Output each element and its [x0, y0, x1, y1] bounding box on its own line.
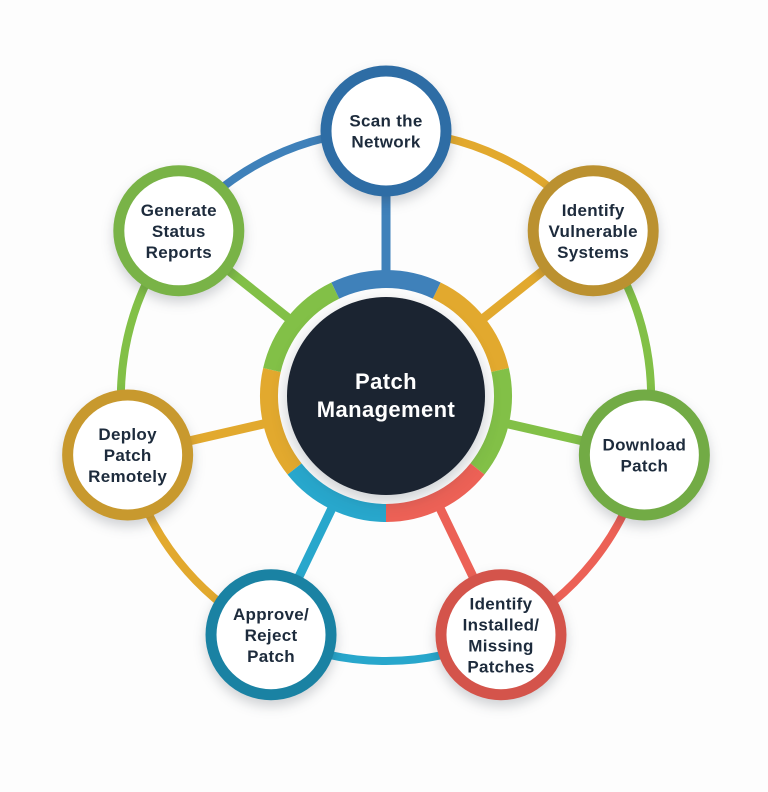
spoke-approve-reject-patch — [292, 494, 342, 584]
ring-segment-generate-status-reports — [263, 282, 340, 373]
spoke-identify-vulnerable-systems — [470, 264, 550, 330]
center-circle — [287, 297, 485, 495]
node-circle-generate-status-reports — [113, 165, 245, 297]
node-circle-identify-vulnerable-systems — [527, 165, 659, 297]
ring-segment-identify-installed-missing-patches — [385, 463, 485, 522]
spoke-identify-installed-missing-patches — [430, 494, 480, 584]
node-circle-scan-the-network — [320, 65, 452, 197]
spokes — [184, 190, 588, 584]
spoke-download-patch — [494, 416, 588, 447]
node-circle-approve-reject-patch — [205, 569, 337, 701]
spoke-deploy-patch-remotely — [184, 416, 278, 447]
node-circle-identify-installed-missing-patches — [435, 569, 567, 701]
ring-segment-approve-reject-patch — [287, 463, 387, 522]
ring-segment-identify-vulnerable-systems — [432, 282, 509, 373]
ring-segment-deploy-patch-remotely — [260, 367, 302, 475]
ring-segment-scan-the-network — [331, 270, 441, 299]
node-circle-download-patch — [578, 389, 710, 521]
segmented-ring — [260, 270, 512, 522]
spoke-generate-status-reports — [222, 264, 302, 330]
ring-segment-download-patch — [470, 367, 512, 475]
node-circle-deploy-patch-remotely — [62, 389, 194, 521]
